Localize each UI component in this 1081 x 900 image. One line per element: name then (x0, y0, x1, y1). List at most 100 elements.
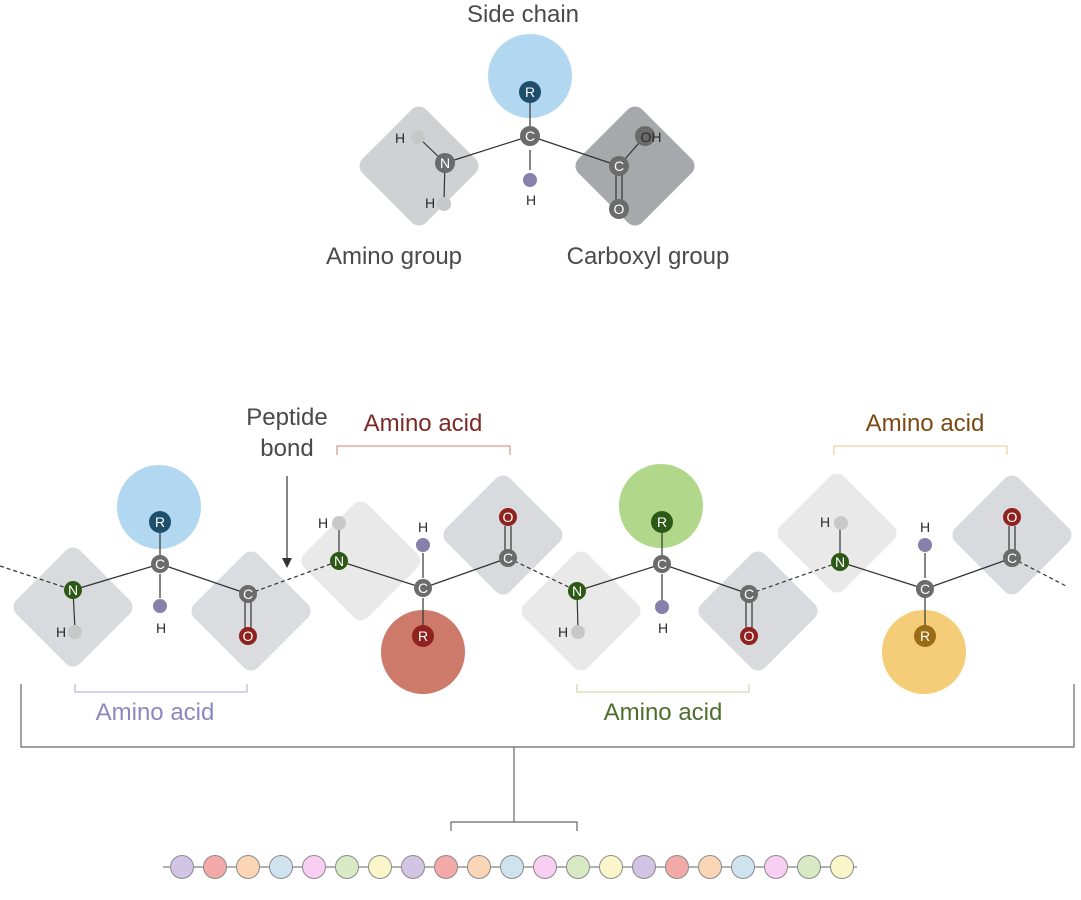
amino-acid-bead (302, 855, 326, 879)
oxygen-atom (499, 508, 517, 526)
carbon-atom (609, 156, 629, 176)
group-box (13, 547, 133, 667)
carbon-atom (653, 555, 671, 573)
amino-acid-bead (797, 855, 821, 879)
hydrogen-atom (437, 197, 451, 211)
r-atom-label: R (920, 628, 930, 644)
group-box (698, 551, 818, 671)
carbon-label: C (744, 586, 754, 602)
r-atom-label: R (418, 628, 428, 644)
bond (924, 557, 1013, 590)
carbon-atom (916, 580, 934, 598)
oxygen-atom (239, 627, 257, 645)
hydrogen-label: H (395, 130, 405, 146)
amino-acid-bead (764, 855, 788, 879)
dashed-bond (0, 565, 74, 591)
amino-acid-bead (434, 855, 458, 879)
amino-acid-bracket (833, 445, 1008, 455)
peptide-bond-line (507, 557, 578, 592)
hydrogen-atom (153, 599, 167, 613)
nitrogen-label: N (68, 582, 78, 598)
hydrogen-label: H (920, 519, 930, 535)
hydrogen-label: H (425, 195, 435, 211)
bond (661, 563, 750, 595)
hydrogen-atom (68, 625, 82, 639)
amino-acid-bead (599, 855, 623, 879)
oxygen-label: O (243, 628, 254, 644)
r-atom-label: R (155, 514, 165, 530)
hydrogen-atom (411, 130, 425, 144)
amino-acid-bead (830, 855, 854, 879)
carbon-atom (239, 585, 257, 603)
hydrogen-atom (834, 516, 848, 530)
carbon-label: C (503, 550, 513, 566)
oxygen-label: O (1007, 509, 1018, 525)
peptide-chain: N H R C H C O N H H C R C O N H R C (0, 404, 1072, 726)
amino-acid-bead (269, 855, 293, 879)
hydrogen-label: H (156, 620, 166, 636)
r-atom (651, 511, 673, 533)
large-bracket (20, 684, 1075, 748)
r-atom (519, 81, 541, 103)
carbon-label: C (418, 580, 428, 596)
amino-acid-bead (335, 855, 359, 879)
nitrogen-atom (435, 153, 455, 173)
peptide-bond-line (247, 560, 340, 595)
single-amino-acid: R C N H H H C OH O Side chain Amino grou… (326, 1, 729, 270)
nitrogen-label: N (334, 553, 344, 569)
hydroxyl-atom (635, 126, 655, 146)
carbon-atom (414, 579, 432, 597)
bond (338, 560, 424, 589)
hydrogen-atom (523, 173, 537, 187)
nitrogen-atom (568, 582, 586, 600)
nitrogen-atom (330, 552, 348, 570)
r-atom-label: R (657, 514, 667, 530)
amino-acid-bead (203, 855, 227, 879)
side-chain-circle (117, 465, 201, 549)
nitrogen-label: N (572, 583, 582, 599)
bond (422, 557, 509, 589)
oxygen-label: O (614, 201, 625, 217)
amino-acid-bead (632, 855, 656, 879)
group-box (301, 501, 421, 621)
carbon-label: C (657, 556, 667, 572)
amino-acid-bead (170, 855, 194, 879)
r-atom (914, 625, 936, 647)
hydrogen-label: H (318, 515, 328, 531)
amino-acid-label: Amino acid (364, 410, 483, 437)
amino-acid-bracket (74, 684, 248, 693)
nitrogen-label: N (440, 155, 450, 171)
amino-group-box (359, 106, 479, 226)
hydrogen-label: H (526, 192, 536, 208)
bond (72, 563, 161, 591)
carbon-atom (520, 126, 540, 146)
hydrogen-atom (655, 600, 669, 614)
carbon-label: C (1007, 550, 1017, 566)
hydrogen-label: H (418, 519, 428, 535)
side-chain-circle (381, 610, 465, 694)
hydrogen-label: H (820, 514, 830, 530)
nitrogen-atom (64, 581, 82, 599)
oxygen-label: O (744, 628, 755, 644)
hydrogen-atom (416, 538, 430, 552)
r-atom (149, 511, 171, 533)
peptide-bond-label-line2: bond (260, 435, 313, 462)
oxygen-atom (1003, 508, 1021, 526)
group-box (777, 473, 897, 593)
amino-acid-label: Amino acid (96, 699, 215, 726)
oxygen-atom (740, 627, 758, 645)
r-atom (412, 625, 434, 647)
hydrogen-atom (332, 516, 346, 530)
amino-acid-bead (731, 855, 755, 879)
hydrogen-atom (571, 625, 585, 639)
group-box (952, 475, 1072, 595)
carbon-atom (740, 585, 758, 603)
amino-group-label: Amino group (326, 243, 462, 270)
nitrogen-label: N (835, 554, 845, 570)
carbon-label: C (614, 158, 624, 174)
amino-acid-bead-chain (163, 855, 857, 879)
bond (576, 563, 663, 592)
side-chain-circle (882, 610, 966, 694)
oxygen-label: O (503, 509, 514, 525)
